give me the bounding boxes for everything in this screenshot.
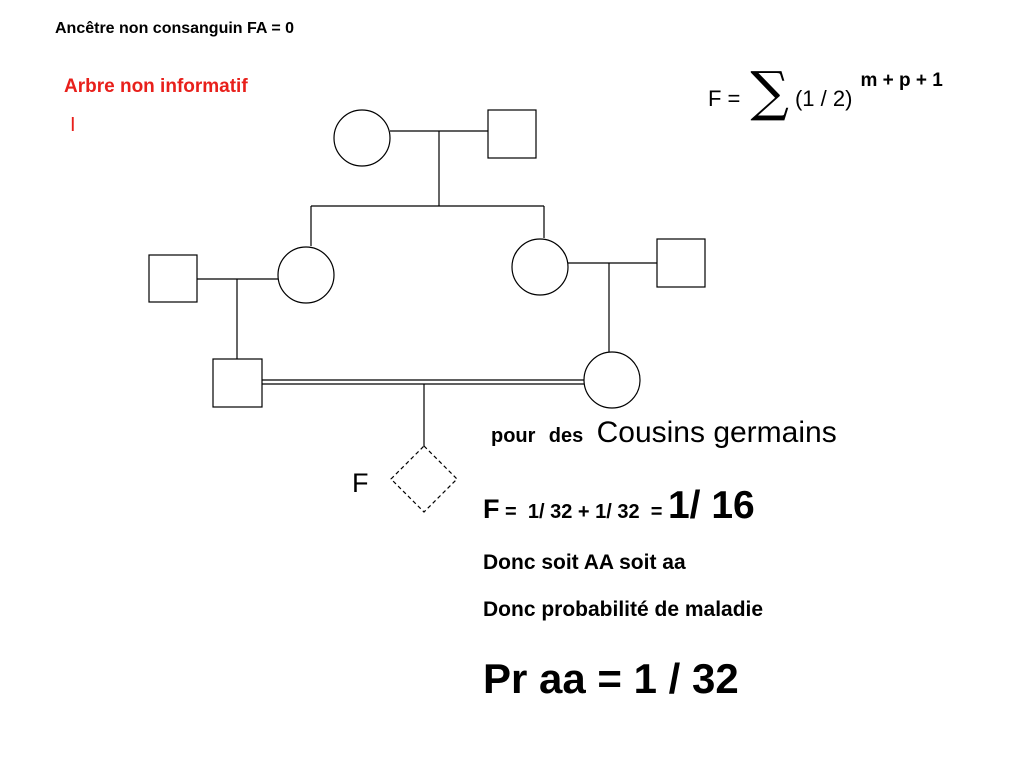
cousins-word-des: des — [548, 425, 584, 447]
f-value: 1/ 16 — [667, 484, 755, 527]
left-spouse-square — [148, 254, 198, 303]
f-symbol: F — [483, 494, 500, 524]
final-probability: Pr aa = 1 / 32 — [483, 655, 739, 702]
probability-caption: Donc probabilité de maladie — [483, 598, 764, 621]
formula-lhs: F = — [708, 86, 741, 111]
formula-exponent: m + p + 1 — [860, 70, 943, 91]
proband-label: F — [352, 468, 369, 498]
sigma-symbol: ∑ — [750, 60, 789, 123]
right-daughter-circle — [511, 238, 569, 296]
subheading: Arbre non informatif — [64, 76, 248, 97]
genotype-line: Donc soit AA soit aa — [483, 551, 686, 574]
male-cousin-square — [212, 358, 263, 408]
heading: Ancêtre non consanguin FA = 0 — [55, 20, 294, 37]
cousins-caption: pour des Cousins germains — [491, 416, 837, 450]
right-spouse-square — [656, 238, 706, 288]
formula-base: (1 / 2) — [794, 86, 853, 111]
inbreeding-formula: F = ∑(1 / 2) m + p + 1 — [708, 60, 943, 123]
left-daughter-circle — [277, 246, 335, 304]
cousins-word-pour: pour — [491, 425, 536, 447]
female-cousin-circle — [583, 351, 641, 409]
grandfather-square — [487, 109, 537, 159]
proband-diamond — [390, 445, 458, 513]
f-expression: = 1/ 32 + 1/ 32 = — [499, 501, 668, 523]
cousins-title: Cousins germains — [596, 416, 837, 449]
f-result-line: F = 1/ 32 + 1/ 32 = 1/ 16 — [483, 484, 755, 528]
text-marker: I — [70, 114, 76, 136]
grandmother-circle — [333, 109, 391, 167]
